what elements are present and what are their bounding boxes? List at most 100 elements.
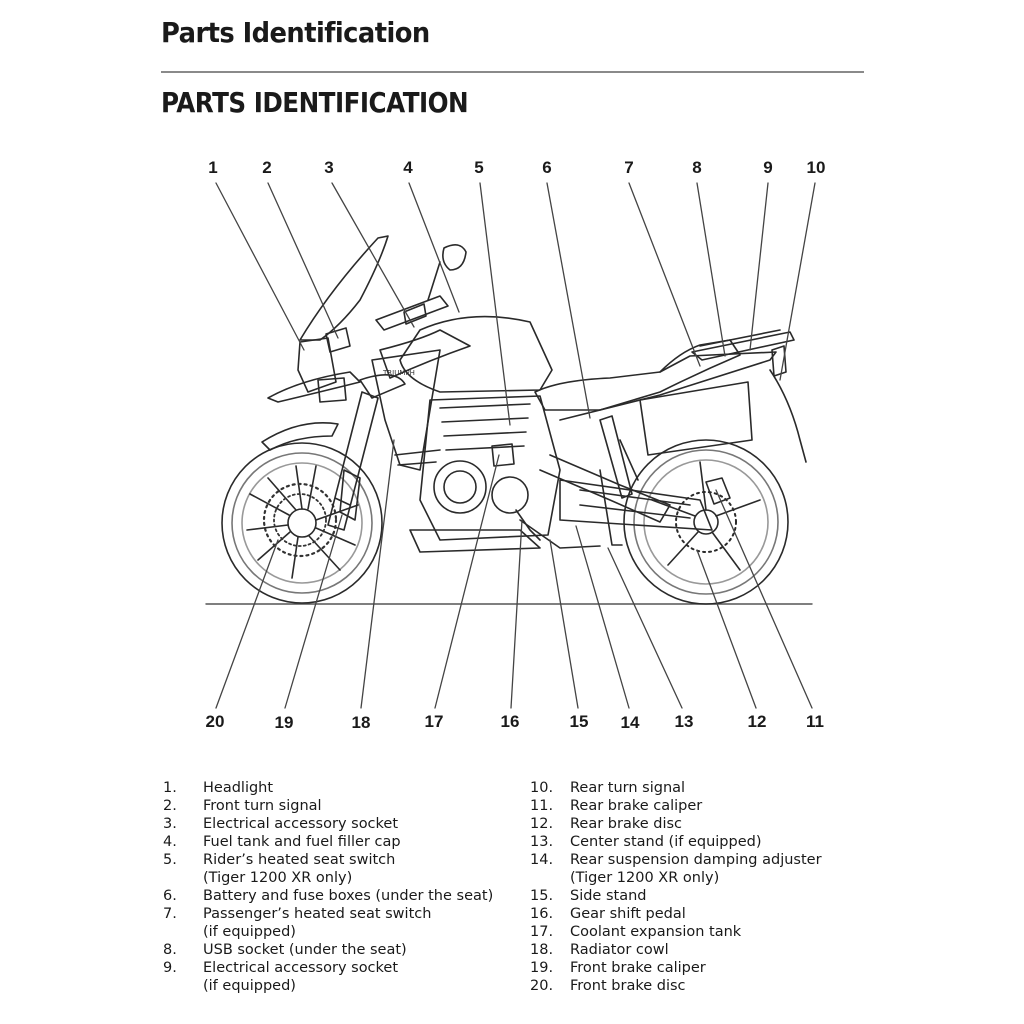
legend-number: 3.	[163, 816, 177, 832]
parts-figure: TRIUMPH	[205, 158, 825, 732]
leader-7	[628, 182, 701, 367]
leader-17	[434, 454, 500, 709]
leader-5	[479, 182, 511, 426]
rear-shock	[599, 415, 639, 499]
legend-label: Coolant expansion tank	[570, 924, 742, 940]
motorcycle-illustration: TRIUMPH	[205, 182, 816, 709]
callout-6: 6	[542, 158, 552, 177]
accessory-socket-front	[403, 303, 427, 325]
legend-label: Gear shift pedal	[570, 906, 686, 922]
rear-brake-caliper	[705, 477, 731, 505]
windscreen	[299, 235, 389, 341]
legend-label: Radiator cowl	[570, 942, 669, 958]
legend-number: 2.	[163, 798, 177, 814]
legend-number: 4.	[163, 834, 177, 850]
callout-14: 14	[620, 713, 640, 732]
leader-19	[284, 514, 343, 709]
legend-item: 16.Gear shift pedal	[530, 905, 822, 923]
legend-label: Rear brake disc	[570, 816, 683, 832]
callout-16: 16	[500, 712, 520, 731]
legend-number: 20.	[530, 978, 554, 994]
legend-item: 9.Electrical accessory socket (if equipp…	[163, 959, 493, 995]
callout-1: 1	[208, 158, 218, 177]
section-title: PARTS IDENTIFICATION	[161, 86, 469, 119]
callout-9: 9	[763, 158, 773, 177]
callout-12: 12	[747, 712, 767, 731]
svg-text:TRIUMPH: TRIUMPH	[382, 369, 415, 377]
callout-19: 19	[274, 713, 294, 732]
leader-20	[215, 539, 279, 709]
legend-number: 10.	[530, 780, 554, 796]
side-stand	[519, 519, 601, 549]
callout-3: 3	[324, 158, 334, 177]
handlebar	[375, 295, 449, 331]
legend-label: Center stand (if equipped)	[570, 834, 762, 850]
bottom-leader-lines	[215, 439, 813, 709]
callout-8: 8	[692, 158, 702, 177]
callout-7: 7	[624, 158, 634, 177]
legend-label: Rear turn signal	[570, 780, 686, 796]
legend-label: Front turn signal	[203, 798, 322, 814]
callout-5: 5	[474, 158, 484, 177]
legend-label: Front brake caliper	[570, 960, 706, 976]
sump-guard	[409, 529, 541, 553]
leader-11	[715, 489, 813, 709]
legend-number: 8.	[163, 942, 177, 958]
callout-17: 17	[424, 712, 444, 731]
mirror	[442, 244, 467, 271]
fuel-tank	[399, 315, 553, 393]
callout-13: 13	[674, 712, 694, 731]
callout-11: 11	[806, 712, 824, 731]
leader-8	[696, 182, 726, 357]
legend-item: 1.Headlight	[163, 779, 493, 797]
legend-label: Front brake disc	[570, 978, 686, 994]
coolant-tank	[491, 443, 515, 467]
legend-item: 2. Front turn signal	[163, 797, 493, 815]
rear-turn-signal	[771, 345, 787, 377]
legend-label: Passenger’s heated seat switch (if equip…	[203, 906, 432, 940]
legend-item: 13.Center stand (if equipped)	[530, 833, 822, 851]
legend-item: 14.Rear suspension damping adjuster (Tig…	[530, 851, 822, 887]
legend-item: 4. Fuel tank and fuel filler cap	[163, 833, 493, 851]
front-turn-signal	[325, 327, 351, 353]
legend-number: 1.	[163, 780, 177, 796]
leader-4	[408, 182, 460, 313]
leader-15	[549, 539, 579, 709]
pannier	[639, 381, 753, 456]
legend-number: 5.	[163, 852, 177, 868]
callout-20: 20	[205, 712, 225, 731]
legend-number: 9.	[163, 960, 177, 976]
leader-14	[575, 525, 630, 709]
header-divider	[161, 71, 864, 73]
legend-label: Battery and fuse boxes (under the seat)	[203, 888, 494, 904]
top-leader-lines	[215, 182, 816, 426]
luggage-rack	[691, 329, 795, 361]
legend-right-column: 10. Rear turn signal 11. Rear brake calipe…	[530, 779, 822, 995]
mirror-stem	[427, 261, 441, 301]
engine	[409, 395, 561, 553]
legend-item: 18.Radiator cowl	[530, 941, 822, 959]
legend-item: 8.USB socket (under the seat)	[163, 941, 493, 959]
legend-item: 3.Electrical accessory socket	[163, 815, 493, 833]
leader-16	[510, 519, 523, 709]
legend-label: Rear brake caliper	[570, 798, 703, 814]
leader-6	[546, 182, 591, 419]
center-stand	[599, 469, 623, 546]
legend-label: Fuel tank and fuel filler cap	[203, 834, 401, 850]
legend-item: 11. Rear brake caliper	[530, 797, 822, 815]
legend-item: 19. Front brake caliper	[530, 959, 822, 977]
headlight	[297, 337, 337, 393]
legend-label: Rear suspension damping adjuster (Tiger …	[570, 852, 822, 886]
legend-label: Rider’s heated seat switch (Tiger 1200 X…	[203, 852, 396, 886]
legend-item: 17.Coolant expansion tank	[530, 923, 822, 941]
front-brake-disc	[262, 482, 338, 558]
legend-left-column: 1.Headlight 2. Front turn signal 3.Electr…	[163, 779, 493, 995]
legend-item: 6. Battery and fuse boxes (under the seat…	[163, 887, 493, 905]
legend-item: 12.Rear brake disc	[530, 815, 822, 833]
legend-item: 5. Rider’s heated seat switch (Tiger 1200…	[163, 851, 493, 887]
legend-label: Side stand	[570, 888, 647, 904]
leader-9	[749, 182, 769, 351]
legend-number: 19.	[530, 960, 554, 976]
legend-number: 6.	[163, 888, 177, 904]
legend-number: 11.	[530, 798, 554, 814]
